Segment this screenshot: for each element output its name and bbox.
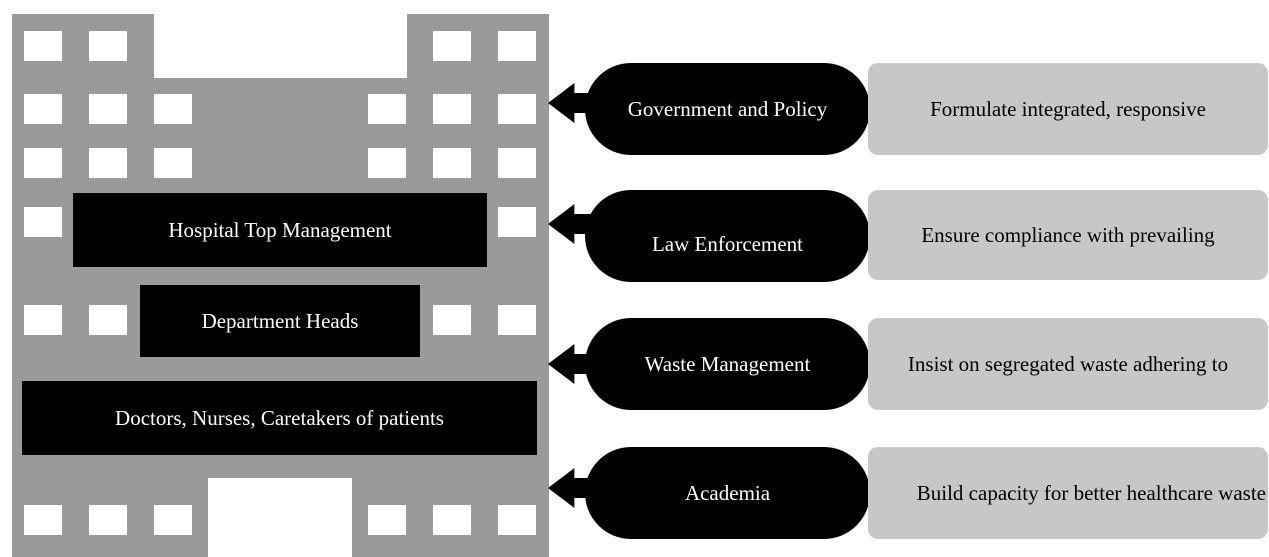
window [498,148,536,178]
window [89,505,127,535]
level-staff: Doctors, Nurses, Caretakers of patients [22,381,537,455]
window [89,94,127,124]
window [498,305,536,335]
window [154,148,192,178]
role-law-enforcement: Ensure compliance with prevailing [868,190,1268,280]
role-government: Formulate integrated, responsive [868,63,1268,155]
role-waste-management: Insist on segregated waste adhering to [868,318,1268,410]
window [368,505,406,535]
window [433,305,471,335]
window [498,207,536,237]
window [154,505,192,535]
window [154,94,192,124]
window [89,31,127,61]
window [24,94,62,124]
window [24,505,62,535]
window [498,505,536,535]
window [368,94,406,124]
window [368,148,406,178]
level-top-management: Hospital Top Management [73,193,487,267]
stakeholder-academia: Academia [585,447,870,539]
window [433,31,471,61]
window [498,31,536,61]
stakeholder-government: Government and Policy [585,63,870,155]
window [24,305,62,335]
window [24,207,62,237]
window [24,31,62,61]
window [89,148,127,178]
stakeholder-law-enforcement: Law Enforcement [585,190,870,282]
level-department-heads: Department Heads [140,285,420,357]
window [89,305,127,335]
stakeholder-waste-management: Waste Management [585,318,870,410]
role-academia: Build capacity for better healthcare was… [868,447,1268,539]
window [24,148,62,178]
window [498,94,536,124]
window [433,505,471,535]
window [433,94,471,124]
window [433,148,471,178]
